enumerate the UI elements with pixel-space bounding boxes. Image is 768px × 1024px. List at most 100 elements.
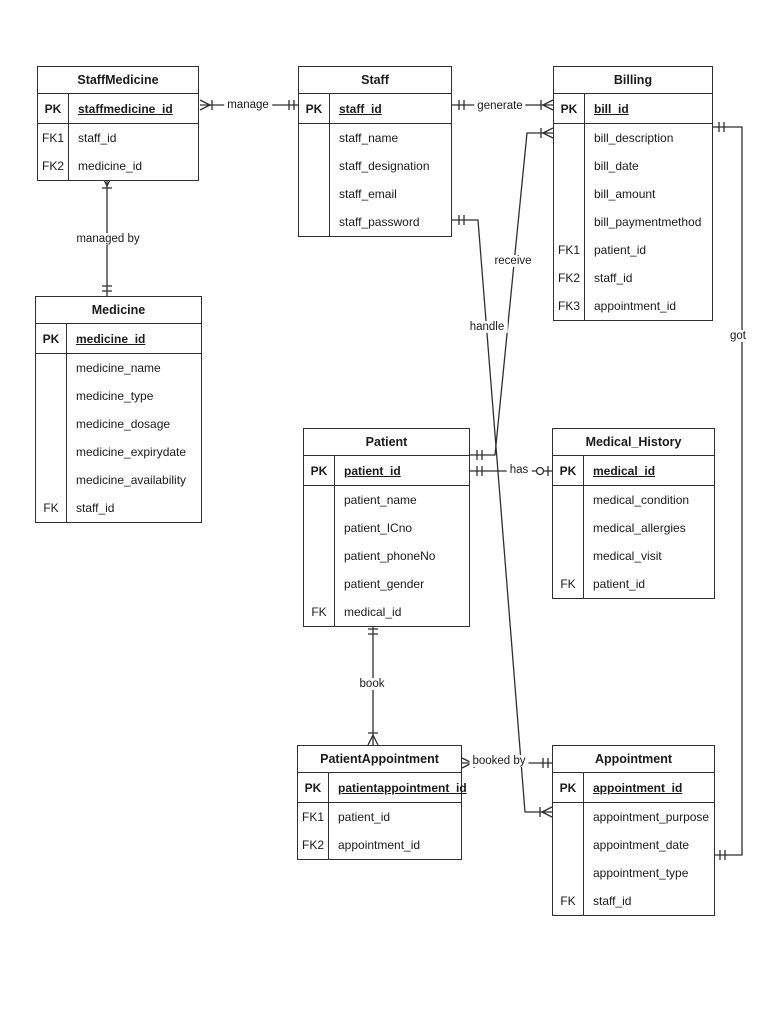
one-marker: [476, 466, 483, 476]
key-cell: FK1: [554, 236, 585, 264]
attribute-row: bill_amount: [554, 180, 712, 208]
key-cell: FK: [553, 887, 584, 915]
key-cell: PK: [36, 324, 67, 353]
entity-title: PatientAppointment: [298, 746, 461, 773]
crow-foot-many-marker: [199, 99, 213, 111]
entity-title: StaffMedicine: [38, 67, 198, 94]
attribute-name: patient_ICno: [344, 521, 413, 535]
one-marker: [718, 122, 725, 132]
attribute-row: medicine_type: [36, 382, 201, 410]
attribute-name: patient_id: [344, 463, 401, 478]
attribute-row: patient_name: [304, 486, 469, 514]
attribute-name: appointment_id: [593, 780, 683, 795]
relationship-label-handle: handle: [466, 321, 508, 333]
attribute-row: medicine_expirydate: [36, 438, 201, 466]
key-cell: FK2: [298, 831, 329, 859]
key-cell: FK: [304, 598, 335, 626]
key-cell: [299, 152, 330, 180]
attribute-name: appointment_id: [594, 299, 677, 313]
key-cell: [36, 410, 67, 438]
attribute-row: patient_phoneNo: [304, 542, 469, 570]
attribute-row: bill_date: [554, 152, 712, 180]
attribute-name: staff_id: [339, 101, 382, 116]
key-cell: FK1: [38, 124, 69, 152]
attribute-name: medicine_type: [76, 389, 154, 403]
key-cell: PK: [553, 773, 584, 802]
attribute-name: bill_date: [594, 159, 639, 173]
attribute-name: patient_phoneNo: [344, 549, 436, 563]
key-cell: [36, 354, 67, 382]
relationship-label-receive: receive: [491, 255, 535, 267]
attribute-name: staff_designation: [339, 159, 430, 173]
attribute-name: appointment_purpose: [593, 810, 710, 824]
attribute-name: bill_id: [594, 101, 629, 116]
attribute-row: FK staff_id: [553, 887, 714, 915]
entity-title: Medical_History: [553, 429, 714, 456]
attribute-row: staff_email: [299, 180, 451, 208]
one-marker: [368, 628, 378, 635]
attribute-name: staff_id: [593, 894, 632, 908]
attribute-row: medical_condition: [553, 486, 714, 514]
key-cell: [304, 542, 335, 570]
relationship-line: [470, 132, 553, 456]
relationship-label-got: got: [727, 330, 749, 342]
zero-marker: [535, 466, 545, 476]
attribute-row: bill_paymentmethod: [554, 208, 712, 236]
key-cell: FK1: [298, 803, 329, 831]
key-cell: PK: [38, 94, 69, 123]
relationship-label-generate: generate: [474, 100, 526, 112]
crow-foot-many-marker: [539, 806, 553, 818]
relationship-label-booked-by: booked by: [469, 755, 529, 767]
key-cell: FK: [36, 494, 67, 522]
attribute-name: medicine_id: [78, 159, 143, 173]
attribute-name: appointment_id: [338, 838, 421, 852]
attribute-name: medicine_expirydate: [76, 445, 187, 459]
attribute-name: patient_id: [338, 810, 391, 824]
key-cell: [299, 208, 330, 236]
attribute-row: appointment_purpose: [553, 803, 714, 831]
primary-key-row: PK medicine_id: [36, 324, 201, 354]
one-marker: [458, 215, 465, 225]
key-cell: [554, 124, 585, 152]
key-cell: [553, 514, 584, 542]
attribute-row: staff_designation: [299, 152, 451, 180]
primary-key-row: PK appointment_id: [553, 773, 714, 803]
relationship-label-has: has: [506, 464, 532, 476]
key-cell: FK: [553, 570, 584, 598]
attribute-row: FK staff_id: [36, 494, 201, 522]
attribute-row: staff_name: [299, 124, 451, 152]
attribute-name: staff_id: [76, 501, 115, 515]
attribute-name: medicine_id: [76, 331, 146, 346]
entity-title: Staff: [299, 67, 451, 94]
attribute-name: staff_id: [594, 271, 633, 285]
key-cell: [554, 152, 585, 180]
key-cell: [553, 831, 584, 859]
attribute-name: bill_description: [594, 131, 674, 145]
attribute-name: medicine_name: [76, 361, 161, 375]
key-cell: [304, 570, 335, 598]
key-cell: [36, 382, 67, 410]
key-cell: [553, 859, 584, 887]
one-marker: [542, 758, 549, 768]
key-cell: [36, 466, 67, 494]
key-cell: PK: [554, 94, 585, 123]
attribute-name: medical_condition: [593, 493, 690, 507]
attribute-row: appointment_date: [553, 831, 714, 859]
attribute-name: medical_allergies: [593, 521, 686, 535]
key-cell: [299, 180, 330, 208]
attribute-name: staff_id: [78, 131, 117, 145]
attribute-name: patientappointment_id: [338, 780, 467, 795]
attribute-row: patient_gender: [304, 570, 469, 598]
